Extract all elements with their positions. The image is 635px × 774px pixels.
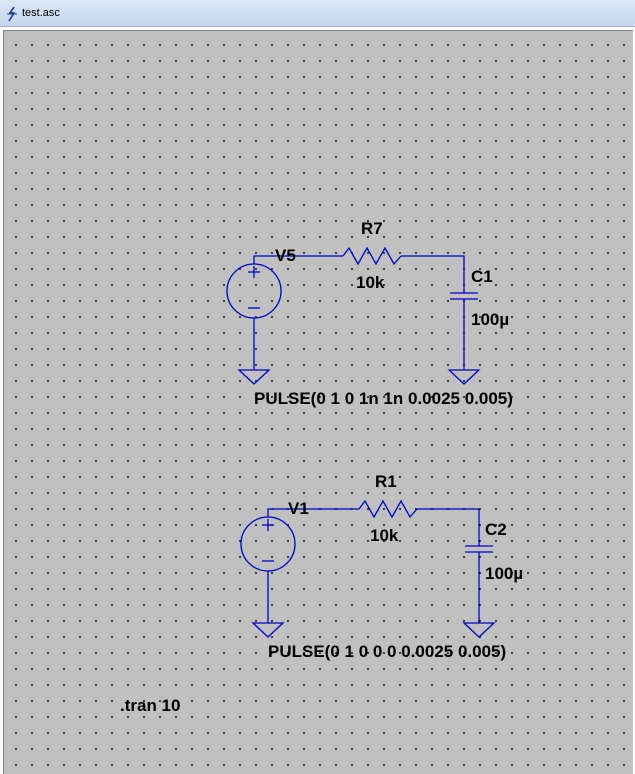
wire-v1-top [267,508,359,517]
resistor-r1[interactable] [358,499,418,519]
schematic-canvas[interactable] [3,30,633,774]
resistor-name-label: R1 [375,472,397,491]
resistor-value-label: 10k [370,526,399,545]
ground-icon [447,369,481,385]
capacitor-name-label: C2 [485,520,507,539]
window-title: test.asc [22,7,60,19]
resistor-r7[interactable] [342,246,402,266]
capacitor-name-label: C1 [471,267,493,286]
source-value-label: PULSE(0 1 0 0 0 0.0025 0.005) [268,642,507,661]
title-bar[interactable]: test.asc [0,0,635,27]
capacitor-value-label: 100µ [485,564,524,583]
ground-icon [462,622,496,638]
voltage-source-v1[interactable] [240,516,296,572]
source-name-label: V1 [288,499,309,518]
wire-r1-c2 [417,508,480,546]
voltage-source-v5[interactable] [226,263,282,319]
source-name-label: V5 [275,246,296,265]
resistor-name-label: R7 [361,219,383,238]
resistor-value-label: 10k [356,273,385,292]
wire-v5-top [253,255,343,264]
spice-directive[interactable]: .tran 10 [120,696,181,715]
capacitor-c2[interactable] [465,545,493,553]
circuit-bottom [240,499,496,638]
source-value-label: PULSE(0 1 0 1n 1n 0.0025 0.005) [254,389,513,408]
capacitor-value-label: 100µ [471,310,510,329]
ground-icon [237,369,271,385]
schematic-frame [0,27,635,774]
ltspice-app-icon [7,6,17,22]
wire-r7-c1 [401,255,465,293]
circuit-top [226,246,481,385]
ground-icon [251,622,285,638]
capacitor-c1[interactable] [450,292,478,300]
